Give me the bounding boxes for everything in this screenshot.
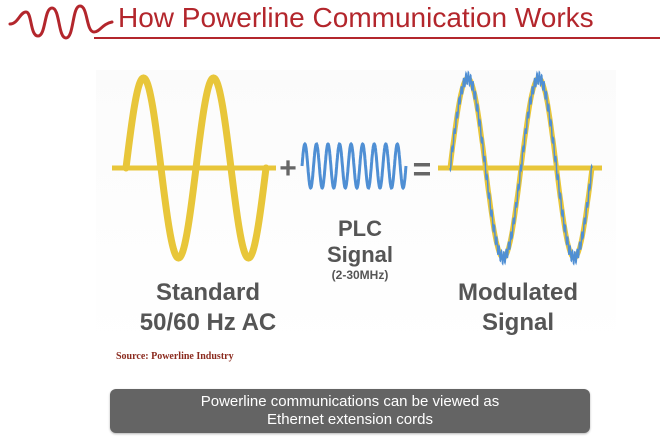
- modulated-wave: [438, 70, 602, 266]
- plc-label-line1: PLC: [338, 216, 382, 241]
- caption-line2: Ethernet extension cords: [267, 411, 433, 428]
- caption-box: Powerline communications can be viewed a…: [110, 389, 590, 433]
- page-title: How Powerline Communication Works: [118, 2, 594, 33]
- plc-wave: [300, 141, 408, 191]
- ac-wave: [112, 74, 276, 262]
- modulated-label-line1: Modulated: [458, 279, 578, 306]
- wave-logo-icon: [8, 4, 114, 40]
- equals-symbol: =: [413, 151, 432, 187]
- source-note: Source: Powerline Industry: [116, 351, 234, 362]
- modulated-label-line2: Signal: [481, 309, 554, 336]
- title-underline: [94, 37, 660, 39]
- caption-line1: Powerline communications can be viewed a…: [200, 393, 500, 410]
- standard-label-line2: 50/60 Hz AC: [139, 309, 277, 336]
- header: How Powerline Communication Works: [0, 0, 660, 42]
- standard-label-line1: Standard: [155, 279, 260, 306]
- plc-label-line2: Signal: [326, 242, 393, 267]
- plc-frequency-label: (2-30MHz): [331, 268, 389, 282]
- plus-symbol: +: [279, 152, 297, 185]
